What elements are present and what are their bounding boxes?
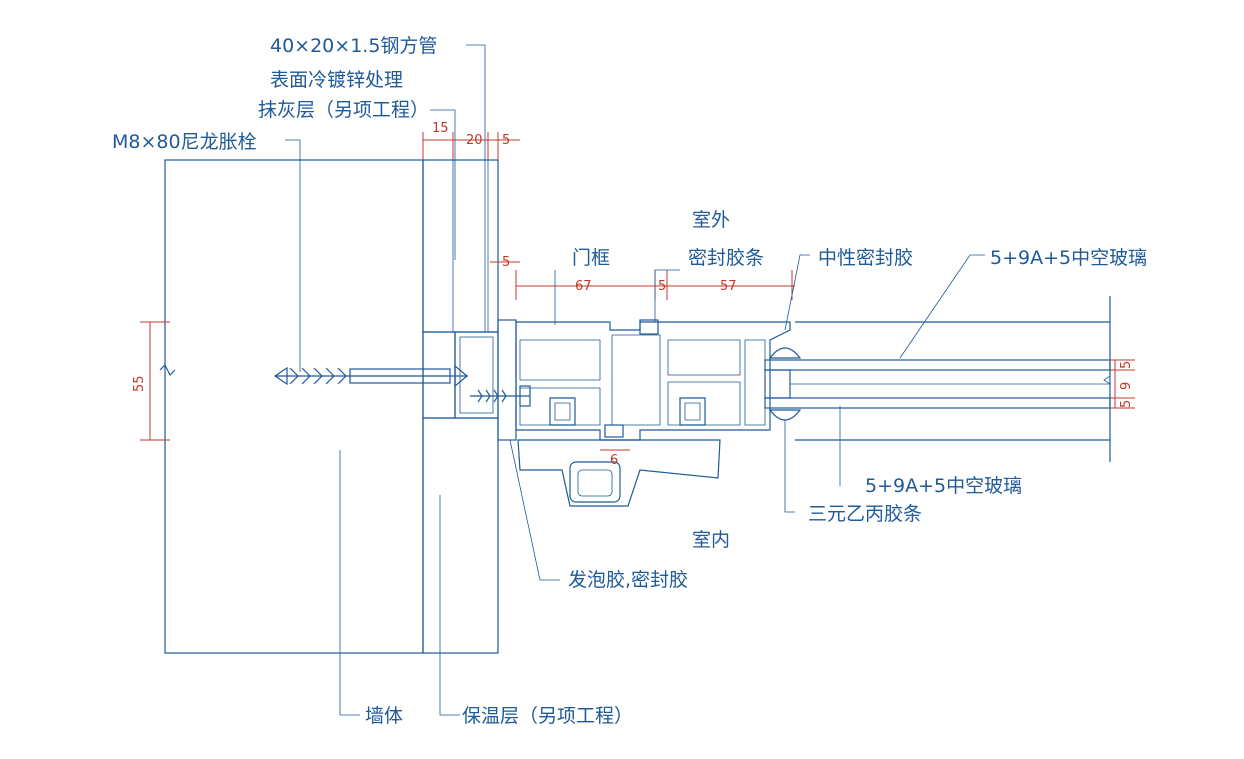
label-glass-top: 5+9A+5中空玻璃 bbox=[990, 247, 1147, 269]
dim-57: 57 bbox=[720, 279, 737, 294]
label-wall: 墙体 bbox=[365, 705, 403, 727]
steel-tube bbox=[454, 331, 499, 419]
label-door-frame: 门框 bbox=[572, 247, 610, 269]
label-indoor: 室内 bbox=[692, 529, 730, 551]
wall-break-mark bbox=[159, 363, 176, 377]
dimension-lines bbox=[140, 132, 1135, 451]
screw bbox=[470, 385, 531, 407]
label-steel-tube: 40×20×1.5钢方管 bbox=[270, 35, 437, 57]
label-outdoor: 室外 bbox=[692, 209, 730, 231]
dim-55: 55 bbox=[132, 375, 147, 392]
label-plaster: 抹灰层（另项工程） bbox=[258, 99, 429, 121]
label-glass-bottom: 5+9A+5中空玻璃 bbox=[865, 475, 1022, 497]
label-sealing-strip: 密封胶条 bbox=[688, 247, 764, 269]
dim-5-top: 5 bbox=[502, 133, 510, 148]
plaster-layer bbox=[422, 159, 499, 333]
dim-20: 20 bbox=[466, 133, 483, 148]
wall-body bbox=[164, 159, 424, 654]
dim-5-glass-b: 5 bbox=[1119, 400, 1134, 408]
nylon-anchor-bolt bbox=[273, 364, 468, 388]
dim-9-glass: 9 bbox=[1119, 382, 1134, 390]
dim-15: 15 bbox=[432, 121, 449, 136]
label-anchor: M8×80尼龙胀栓 bbox=[112, 131, 257, 153]
dim-5-frame: 5 bbox=[658, 279, 666, 294]
dim-5-glass-a: 5 bbox=[1119, 361, 1134, 369]
door-frame-profile bbox=[515, 319, 791, 441]
leader-lines bbox=[285, 44, 985, 716]
dim-6: 6 bbox=[610, 453, 618, 468]
label-galvanize: 表面冷镀锌处理 bbox=[270, 69, 403, 91]
insulated-glass bbox=[764, 296, 1111, 462]
label-epdm-strip: 三元乙丙胶条 bbox=[808, 503, 922, 525]
foam-sealant-gap bbox=[497, 319, 517, 441]
label-foam-sealant: 发泡胶,密封胶 bbox=[568, 569, 688, 591]
handle bbox=[517, 439, 721, 507]
label-neutral-sealant: 中性密封胶 bbox=[818, 247, 913, 269]
label-insulation: 保温层（另项工程） bbox=[462, 705, 633, 727]
insulation-layer bbox=[422, 417, 499, 654]
dim-67: 67 bbox=[575, 279, 592, 294]
dim-5-mid: 5 bbox=[502, 255, 510, 270]
